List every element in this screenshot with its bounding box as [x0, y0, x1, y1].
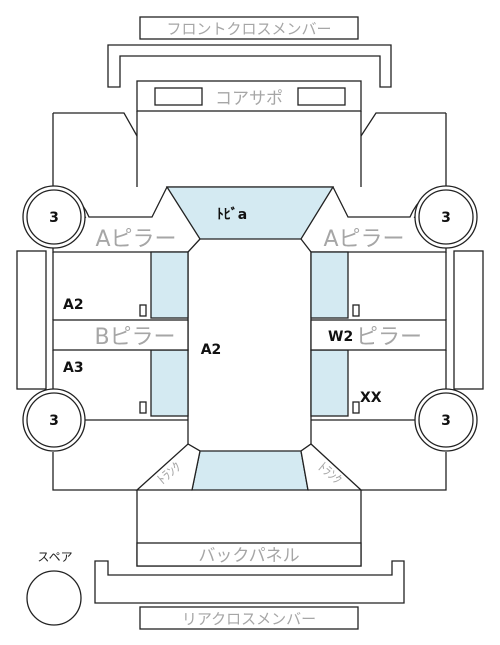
side-sill-right[interactable] [453, 250, 484, 390]
back-panel-box[interactable] [136, 542, 362, 567]
b-pillar-left-label: Bピラー [94, 325, 175, 350]
side-sill-left[interactable] [16, 250, 47, 390]
trunk-right[interactable] [300, 443, 363, 491]
front-cross-member-label: フロントクロスメンバー [166, 20, 331, 38]
door-handle-rear-right[interactable] [352, 401, 360, 414]
rear-quarter[interactable] [52, 452, 447, 491]
trunk-left[interactable] [135, 443, 201, 491]
b-pillar-right-label: ピラー [356, 325, 422, 350]
wheel-rear-right[interactable]: 3 [414, 388, 478, 452]
back-panel-label: バックパネル [198, 546, 299, 566]
roof-mark: ﾄﾋﾞa [217, 206, 247, 223]
wheel-front-right[interactable]: 3 [414, 185, 478, 249]
rear-cross-member-box[interactable] [139, 606, 359, 630]
side-window-rear-right[interactable] [310, 349, 349, 417]
headlight-left[interactable] [154, 87, 203, 106]
door-handle-front-left[interactable] [139, 304, 147, 317]
side-window-front-left[interactable] [150, 251, 189, 319]
hood[interactable] [136, 111, 362, 187]
spare-tire[interactable] [26, 570, 82, 626]
door-handle-rear-left[interactable] [139, 401, 147, 414]
rear-cross-member-label: リアクロスメンバー [182, 610, 316, 628]
wheel-front-left[interactable]: 3 [22, 185, 86, 249]
front-cross-member-box[interactable] [139, 16, 359, 40]
wheel-rear-left[interactable]: 3 [22, 388, 86, 452]
rear-bumper[interactable] [94, 560, 405, 604]
rear-doors[interactable] [52, 350, 447, 410]
side-window-rear-left[interactable] [150, 349, 189, 417]
b-pillar-left[interactable] [52, 319, 189, 351]
front-fender-right[interactable] [360, 112, 447, 186]
door-handle-front-right[interactable] [352, 304, 360, 317]
windshield[interactable] [165, 186, 335, 240]
floor-mark: A2 [201, 342, 222, 358]
left-rear-door-mark: A3 [63, 360, 84, 376]
wheel-front-right-mark: 3 [441, 210, 451, 226]
front-fender-left[interactable] [52, 112, 138, 186]
rear-window-frame [187, 443, 312, 452]
front-bumper[interactable] [107, 44, 392, 88]
core-support-label: コアサポ [215, 89, 283, 109]
a-pillar-right-label: Aピラー [323, 227, 404, 252]
right-rear-door-mark: XX [360, 390, 382, 406]
wheel-front-left-mark: 3 [49, 210, 59, 226]
a-pillar-left-label: Aピラー [95, 227, 176, 252]
rear-window[interactable] [191, 450, 309, 491]
spare-label: スペア [37, 550, 72, 564]
side-window-front-right[interactable] [310, 251, 349, 319]
left-front-door-mark: A2 [63, 297, 84, 313]
right-front-door-mark: W2 [328, 329, 353, 345]
wheel-rear-left-mark: 3 [49, 413, 59, 429]
wheel-rear-right-mark: 3 [441, 413, 451, 429]
b-pillar-right[interactable] [310, 319, 447, 351]
headlight-right[interactable] [297, 87, 346, 106]
